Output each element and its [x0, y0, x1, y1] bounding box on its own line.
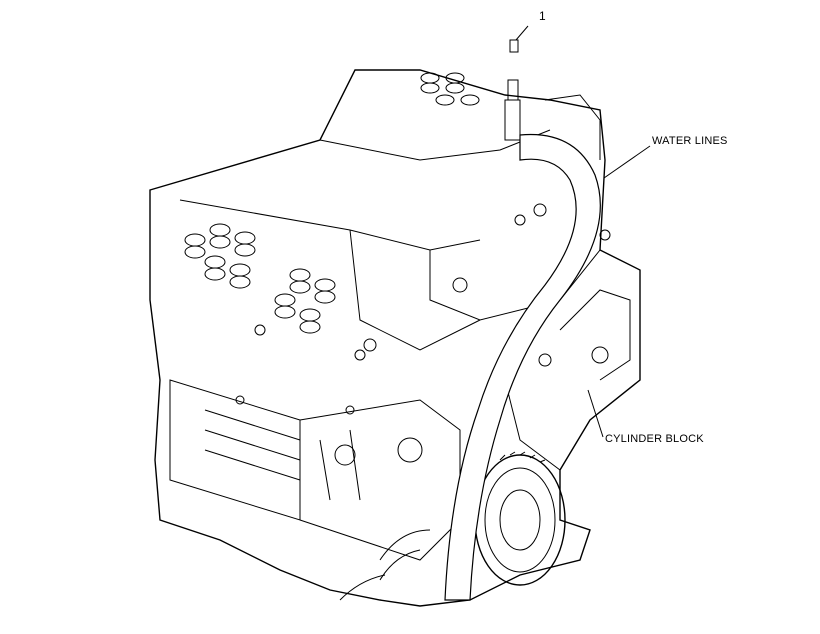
bolt-holes [235, 203, 611, 466]
cylinder-block-outline [149, 69, 641, 607]
leader-lines [515, 25, 651, 438]
water-lines-label: WATER LINES [652, 135, 728, 147]
part-callout-number: 1 [539, 9, 546, 23]
cylinder-block-label: CYLINDER BLOCK [605, 433, 704, 445]
valve-springs [184, 72, 480, 334]
water-line-pipe [444, 39, 601, 601]
